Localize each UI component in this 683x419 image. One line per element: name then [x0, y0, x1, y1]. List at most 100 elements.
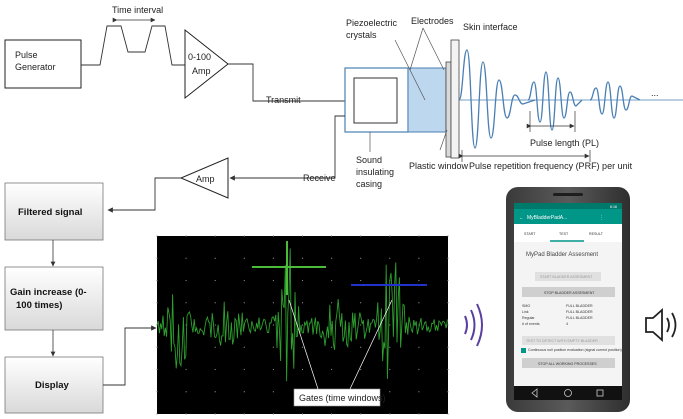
btn-test-empty[interactable] [522, 336, 615, 345]
grid-dot [360, 235, 362, 237]
tab-start[interactable]: START [524, 232, 536, 236]
result-row-value: FULL BLADDER [566, 310, 593, 314]
grid-dot [418, 279, 420, 282]
result-row-label: SMG [522, 304, 530, 308]
grid-dot [243, 413, 245, 415]
tab-result[interactable]: RESULT [589, 232, 604, 236]
grid-dot [418, 368, 420, 371]
grid-dot [156, 279, 158, 282]
grid-dot [214, 235, 216, 237]
grid-dot [243, 346, 245, 348]
vibration-icon [464, 303, 483, 347]
result-row-label: # of events [522, 322, 540, 326]
btn-stop-assesment[interactable] [522, 287, 615, 297]
app-bar [514, 209, 622, 224]
grid-dot [389, 257, 391, 259]
nav-home-icon[interactable] [564, 389, 572, 397]
grid-dot [214, 279, 216, 282]
plastic-window-strip [445, 61, 452, 158]
amp-to-filter-line [107, 177, 181, 213]
grid-dot [301, 257, 304, 259]
grid-dot [418, 257, 420, 259]
filtered-signal-box [4, 182, 104, 241]
grid-dot [331, 346, 333, 348]
grid-dot [360, 324, 362, 326]
amp-top-triangle [184, 28, 229, 100]
tab-test[interactable]: TEST [559, 232, 569, 236]
grid-dot [331, 368, 333, 371]
gain-increase-label: Gain increase (0-100 times) [10, 287, 87, 311]
grid-dot [156, 235, 158, 237]
grid-dot [185, 413, 187, 415]
grid-dot [243, 257, 245, 259]
btn-start-assesment[interactable] [535, 272, 601, 281]
grid-dot [331, 279, 333, 282]
grid-dot [214, 257, 216, 259]
status-bar [514, 203, 622, 209]
grid-dot [331, 413, 333, 415]
time-interval-label: Time interval [112, 5, 163, 15]
grid-dot [243, 279, 245, 282]
grid-dot [447, 391, 449, 393]
grid-dot [156, 302, 158, 304]
grid-dot [156, 257, 158, 259]
app-bar-back-icon[interactable]: ← [519, 215, 524, 220]
grid-dot [360, 302, 362, 304]
result-row-value: 4 [566, 322, 568, 326]
smartphone: 6:16 ← MyBladderPadA... ⋮ START TEST RES… [506, 187, 630, 412]
result-row-value: FULL BLADDER [566, 304, 593, 308]
result-row-label: Link [522, 310, 529, 314]
grid-dot [360, 413, 362, 415]
grid-dot [156, 413, 158, 415]
grid-dot [185, 257, 187, 259]
filtered-signal-label: Filtered signal [18, 207, 82, 218]
tab-bar [514, 224, 622, 242]
grid-dot [214, 302, 216, 304]
gates-pointer-2 [349, 299, 393, 390]
phone-nav-bar [514, 386, 622, 400]
grid-dot [447, 302, 449, 304]
btn-stop-all[interactable] [522, 358, 615, 368]
grid-dot [331, 235, 333, 237]
grid-dot [447, 235, 449, 237]
grid-dot [185, 302, 187, 304]
pulse-length-label: Pulse length (PL) [530, 138, 599, 148]
grid-dot [185, 235, 187, 237]
grid-dot [185, 368, 187, 371]
nav-back-icon[interactable] [531, 388, 538, 398]
display-label: Display [35, 380, 70, 391]
grid-dot [243, 391, 245, 393]
electrodes-pointer-2 [422, 27, 445, 71]
grid-dot [272, 279, 274, 282]
grid-dot [243, 235, 245, 237]
receive-line [229, 115, 345, 181]
grid-dot [389, 235, 391, 237]
grid-dot [301, 368, 304, 371]
grid-dot [301, 324, 304, 326]
window-pointer [439, 129, 448, 151]
btn-stop-all-label: STOP ALL WORKING PROCESSES [538, 362, 597, 366]
prf-label: Pulse repetition frequency (PRF) per uni… [469, 161, 633, 171]
grid-dot [418, 302, 420, 304]
grid-dot [301, 279, 304, 282]
nav-recent-icon[interactable] [596, 389, 604, 397]
grid-dot [331, 302, 333, 304]
grid-dot [214, 346, 216, 348]
grid-dot [272, 302, 274, 304]
speaker-icon [645, 307, 677, 343]
emitted-pulse-1 [458, 49, 536, 149]
grid-dot [156, 368, 158, 371]
grid-dot [360, 346, 362, 348]
grid-dot [447, 324, 449, 326]
emitted-pulse-2 [527, 71, 583, 131]
sound-insulation [353, 77, 398, 124]
continuous-checkbox[interactable] [521, 348, 526, 353]
phone-overflow-icon[interactable]: ⋮ [599, 215, 604, 221]
grid-dot [185, 391, 187, 393]
grid-dot [301, 235, 304, 237]
skin-interface-label: Skin interface [463, 22, 518, 32]
amp-receive-triangle [179, 157, 229, 199]
oscilloscope-display: Gates (time windows) [156, 235, 449, 415]
